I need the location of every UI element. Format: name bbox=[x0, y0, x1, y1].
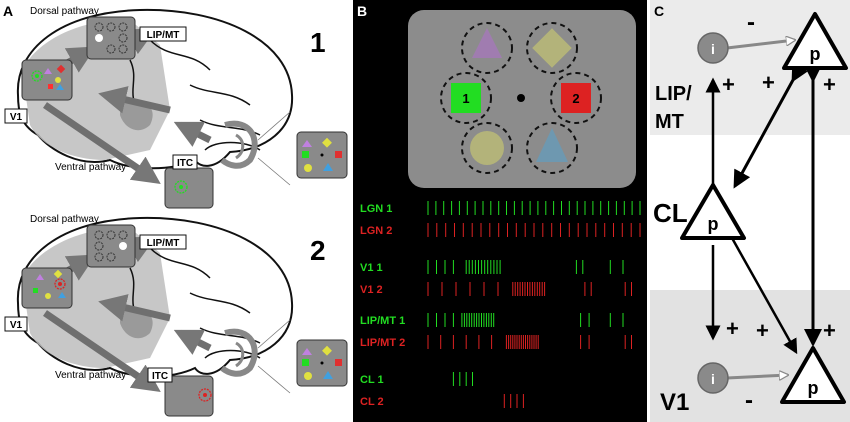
raster-label-1: LGN 2 bbox=[360, 225, 392, 237]
spike-raster: LGN 1 LGN 2 V1 1 V1 2 LIP/MT 1 LIP/MT 2 CL 1 CL… bbox=[360, 201, 641, 408]
lipmt-pyramidal-node: p bbox=[782, 12, 848, 70]
p-label-cl: p bbox=[708, 214, 719, 234]
condition-number-top: 1 bbox=[310, 27, 326, 58]
sign-plus-v1-i: + bbox=[726, 316, 739, 341]
sign-plus-lip-p-left: + bbox=[762, 70, 775, 95]
ventral-label-bottom: Ventral pathway bbox=[55, 370, 126, 381]
raster-label-6: CL 1 bbox=[360, 374, 384, 386]
input-arrow-top bbox=[173, 121, 212, 147]
raster-label-5: LIP/MT 2 bbox=[360, 337, 405, 349]
panel-a: A bbox=[3, 3, 348, 417]
p-label-v1: p bbox=[808, 378, 819, 398]
lipmt-label-top: LIP/MT bbox=[147, 30, 180, 41]
purple-triangle bbox=[472, 28, 502, 58]
dorsal-label-top: Dorsal pathway bbox=[30, 6, 99, 17]
v1-inhibition-edge bbox=[726, 375, 788, 378]
panel-c: C LIP/ MT V1 CL i p p i p bbox=[650, 0, 850, 422]
raster-label-3: V1 2 bbox=[360, 284, 383, 296]
blue-triangle bbox=[536, 128, 568, 162]
stimulus-label-2: 2 bbox=[572, 91, 579, 106]
lipmt-tile-top bbox=[86, 16, 136, 60]
red-square-2 bbox=[561, 83, 591, 113]
v1-tile-top bbox=[21, 59, 73, 101]
dorsal-label-bottom: Dorsal pathway bbox=[30, 214, 99, 225]
itc-label-bottom: ITC bbox=[152, 371, 168, 382]
panel-b-label: B bbox=[357, 3, 367, 19]
lip-inhibition-edge bbox=[726, 40, 795, 50]
itc-label-top: ITC bbox=[177, 158, 193, 169]
region-label-lipmt-line2: MT bbox=[655, 111, 684, 133]
location-circle-3 bbox=[440, 72, 492, 124]
stimulus-display: 1 2 bbox=[408, 10, 636, 188]
eye-icon-top bbox=[220, 120, 258, 169]
green-square-1 bbox=[451, 83, 481, 113]
v1-pyramidal-node: p bbox=[780, 346, 846, 404]
region-label-v1: V1 bbox=[660, 389, 689, 416]
sign-plus-lip-i: + bbox=[722, 72, 735, 97]
sulci-top bbox=[129, 39, 261, 136]
sign-plus-lip-p-right: + bbox=[823, 72, 836, 97]
sulci-bottom bbox=[129, 247, 261, 344]
location-circle-5 bbox=[461, 122, 513, 174]
lip-cl-bidirectional-edge bbox=[733, 62, 809, 189]
brain-diagram-top: LIP/MT Dorsal pathway V1 ITC Ventral pat… bbox=[4, 6, 348, 209]
stimulus-label-1: 1 bbox=[462, 91, 469, 106]
eye-icon-bottom bbox=[220, 328, 258, 377]
raster-label-0: LGN 1 bbox=[360, 203, 392, 215]
ventral-arrow-top bbox=[43, 102, 161, 184]
location-circle-1 bbox=[461, 22, 513, 74]
cl-label: CL bbox=[653, 198, 688, 228]
v1-label-box-top bbox=[4, 108, 28, 124]
cl-to-v1-pyr-edge bbox=[730, 237, 798, 355]
sign-plus-v1-p-left: + bbox=[756, 318, 769, 343]
lipmt-label-box-top bbox=[139, 26, 187, 42]
lipmt-active-dot bbox=[95, 34, 103, 42]
i-label-lip: i bbox=[711, 41, 715, 57]
sign-minus-lip: - bbox=[747, 9, 755, 36]
sign-minus-v1: - bbox=[745, 387, 753, 414]
panel-c-label: C bbox=[654, 3, 664, 19]
itc-label-box-top bbox=[172, 154, 198, 170]
cl-pyramidal-node: p bbox=[680, 183, 746, 240]
raster-label-2: V1 1 bbox=[360, 262, 383, 274]
fixation-point bbox=[517, 94, 525, 102]
brain-diagram-bottom: LIP/MT Dorsal pathway V1 ITC Ventral pat… bbox=[4, 214, 348, 417]
panel-a-label: A bbox=[3, 3, 13, 19]
v1-label-top: V1 bbox=[10, 112, 23, 123]
raster-label-7: CL 2 bbox=[360, 396, 384, 408]
i-label-v1: i bbox=[711, 371, 715, 387]
feedback-arrow-top bbox=[98, 86, 171, 114]
v1-label-bottom: V1 bbox=[10, 320, 23, 331]
p-label-lip: p bbox=[810, 44, 821, 64]
condition-number-bottom: 2 bbox=[310, 235, 326, 266]
itc-tile-top bbox=[164, 167, 214, 209]
lipmt-inhibitory-node: i bbox=[697, 32, 729, 64]
lipmt-label-bottom: LIP/MT bbox=[147, 238, 180, 249]
panel-b: B 1 2 LGN 1 LGN 2 V1 1 V1 2 LIP/MT 1 LIP/MT 2… bbox=[353, 0, 647, 422]
ventral-label-top: Ventral pathway bbox=[55, 162, 126, 173]
yellow-circle bbox=[470, 131, 504, 165]
v1-inhibitory-node: i bbox=[697, 362, 729, 394]
location-circle-2 bbox=[526, 22, 578, 74]
sign-plus-v1-p-right: + bbox=[823, 318, 836, 343]
location-circle-4 bbox=[550, 72, 602, 124]
location-circle-6 bbox=[526, 122, 578, 174]
yellow-diamond bbox=[532, 28, 572, 68]
region-label-lipmt-line1: LIP/ bbox=[655, 83, 692, 105]
raster-label-4: LIP/MT 1 bbox=[360, 315, 405, 327]
